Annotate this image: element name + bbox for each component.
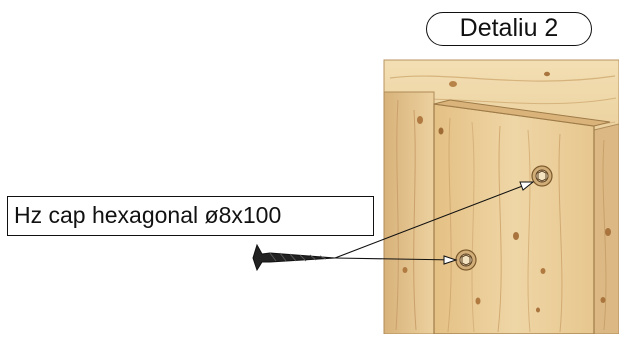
left-post xyxy=(383,91,435,335)
right-post xyxy=(593,123,619,335)
leader-lines xyxy=(334,181,534,261)
screw-callout-label: Hz cap hexagonal ø8x100 xyxy=(7,196,374,236)
screw-icon xyxy=(252,243,336,272)
detail-title: Detaliu 2 xyxy=(426,12,592,46)
screw-hole-upper xyxy=(531,165,553,187)
front-plank xyxy=(433,99,611,335)
arrow-heads xyxy=(443,181,535,265)
screw-hole-lower xyxy=(455,249,477,271)
